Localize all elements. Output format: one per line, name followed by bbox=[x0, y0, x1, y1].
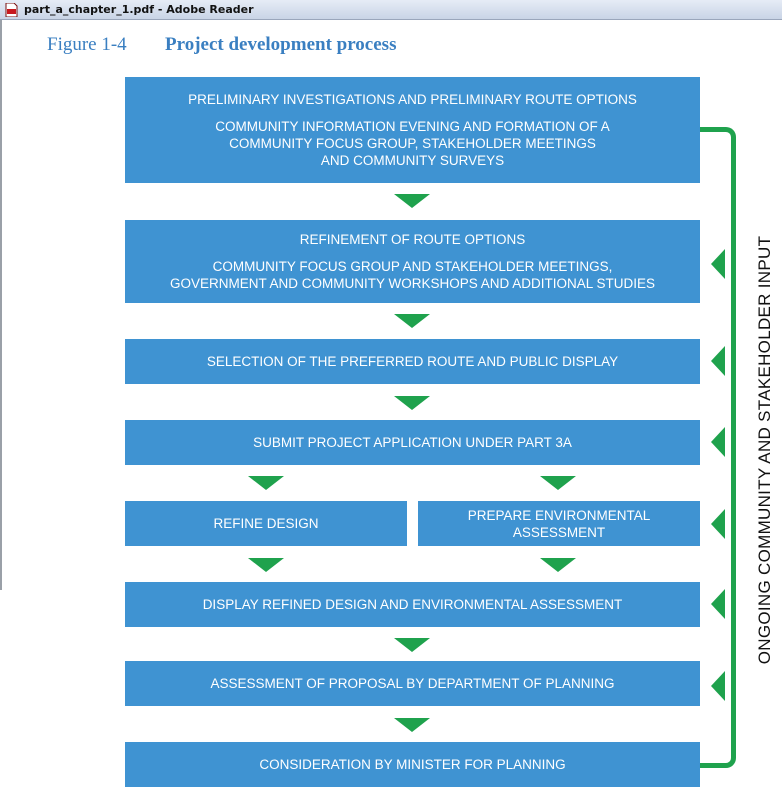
step-heading: REFINE DESIGN bbox=[213, 516, 319, 531]
figure-label: Figure 1-4 bbox=[47, 34, 127, 55]
step-prepare-environmental-assessment: PREPARE ENVIRONMENTAL ASSESSMENT bbox=[418, 501, 700, 546]
step-heading: ASSESSMENT bbox=[512, 524, 606, 540]
step-preferred-route-display: SELECTION OF THE PREFERRED ROUTE AND PUB… bbox=[125, 339, 700, 384]
step-heading: SELECTION OF THE PREFERRED ROUTE AND PUB… bbox=[206, 354, 619, 369]
figure-title: Project development process bbox=[165, 34, 397, 55]
down-arrow bbox=[394, 314, 430, 328]
step-display-refined-design: DISPLAY REFINED DESIGN AND ENVIRONMENTAL… bbox=[125, 582, 700, 627]
window-frame-edge bbox=[0, 20, 2, 590]
left-arrow bbox=[711, 509, 725, 539]
down-arrow bbox=[394, 396, 430, 410]
down-arrow bbox=[248, 476, 284, 490]
down-arrow bbox=[394, 194, 430, 208]
left-arrow bbox=[711, 589, 725, 619]
left-arrow bbox=[711, 346, 725, 376]
down-arrow bbox=[394, 718, 430, 732]
ongoing-input-bracket bbox=[700, 127, 736, 768]
step-heading: ASSESSMENT OF PROPOSAL BY DEPARTMENT OF … bbox=[210, 676, 615, 691]
step-assessment-by-department: ASSESSMENT OF PROPOSAL BY DEPARTMENT OF … bbox=[125, 661, 700, 706]
step-detail: GOVERNMENT AND COMMUNITY WORKSHOPS AND A… bbox=[169, 276, 656, 291]
step-detail: AND COMMUNITY SURVEYS bbox=[320, 153, 505, 168]
ongoing-input-label: ONGOING COMMUNITY AND STAKEHOLDER INPUT bbox=[755, 235, 774, 665]
window-title: part_a_chapter_1.pdf - Adobe Reader bbox=[24, 3, 254, 16]
pdf-file-icon bbox=[5, 2, 18, 17]
step-submit-application: SUBMIT PROJECT APPLICATION UNDER PART 3A bbox=[125, 420, 700, 465]
step-detail: COMMUNITY FOCUS GROUP, STAKEHOLDER MEETI… bbox=[229, 136, 596, 151]
left-arrow bbox=[711, 249, 725, 279]
step-refinement-route-options: REFINEMENT OF ROUTE OPTIONS COMMUNITY FO… bbox=[125, 220, 700, 303]
step-heading: SUBMIT PROJECT APPLICATION UNDER PART 3A bbox=[253, 435, 572, 450]
down-arrow bbox=[540, 476, 576, 490]
step-heading: REFINEMENT OF ROUTE OPTIONS bbox=[299, 232, 526, 247]
down-arrow bbox=[394, 638, 430, 652]
step-detail: COMMUNITY INFORMATION EVENING AND FORMAT… bbox=[215, 119, 610, 134]
step-heading: PREPARE ENVIRONMENTAL bbox=[467, 507, 651, 523]
down-arrow bbox=[248, 558, 284, 572]
step-heading: PRELIMINARY INVESTIGATIONS AND PRELIMINA… bbox=[188, 92, 637, 107]
step-minister-consideration: CONSIDERATION BY MINISTER FOR PLANNING bbox=[125, 742, 700, 787]
window-title-bar: part_a_chapter_1.pdf - Adobe Reader bbox=[0, 0, 782, 20]
down-arrow bbox=[540, 558, 576, 572]
step-preliminary-investigations: PRELIMINARY INVESTIGATIONS AND PRELIMINA… bbox=[125, 77, 700, 183]
step-heading: CONSIDERATION BY MINISTER FOR PLANNING bbox=[259, 757, 566, 772]
step-detail: COMMUNITY FOCUS GROUP AND STAKEHOLDER ME… bbox=[212, 259, 613, 274]
left-arrow bbox=[711, 671, 725, 701]
left-arrow bbox=[711, 427, 725, 457]
step-heading: DISPLAY REFINED DESIGN AND ENVIRONMENTAL… bbox=[202, 597, 623, 612]
ongoing-input-label-container: ONGOING COMMUNITY AND STAKEHOLDER INPUT bbox=[752, 212, 778, 688]
step-refine-design: REFINE DESIGN bbox=[125, 501, 407, 546]
